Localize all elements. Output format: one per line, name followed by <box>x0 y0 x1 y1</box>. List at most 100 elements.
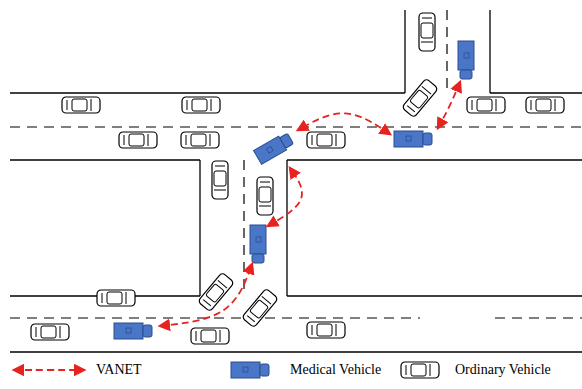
car-windshield <box>496 99 497 111</box>
car-roof <box>250 300 269 319</box>
legend-swatch <box>231 362 269 378</box>
legend-label: Medical Vehicle <box>290 362 381 377</box>
car-roof <box>536 99 551 111</box>
car-roof <box>410 90 429 109</box>
legend-entry: Ordinary Vehicle <box>455 362 551 378</box>
car-windshield <box>422 86 431 94</box>
car-roof <box>192 99 207 111</box>
vehicle-mark <box>464 53 469 58</box>
car-rear-window <box>406 365 407 375</box>
vehicle-cab <box>460 70 472 79</box>
car-windshield <box>336 134 337 146</box>
car-body <box>62 97 100 113</box>
ordinary-vehicle <box>257 177 273 215</box>
vehicle-mark <box>406 136 411 141</box>
ordinary-vehicle <box>419 13 435 51</box>
car-body <box>307 322 345 338</box>
car-rear-window <box>472 100 473 110</box>
car-windshield <box>259 206 271 207</box>
car-roof <box>317 324 332 336</box>
car-rear-window <box>215 166 225 167</box>
medical-vehicle <box>394 131 432 147</box>
car-roof <box>201 330 216 342</box>
road-edges <box>10 10 582 352</box>
car-windshield <box>211 99 212 111</box>
car-body <box>257 177 273 215</box>
car-windshield <box>555 99 556 111</box>
vehicle-box <box>231 362 260 378</box>
ordinary-vehicle <box>212 161 228 199</box>
car-rear-window <box>422 18 432 19</box>
car-roof <box>259 187 271 202</box>
car-body <box>419 13 435 51</box>
ordinary-vehicle <box>307 132 345 148</box>
car-windshield <box>210 134 211 146</box>
vanet-link <box>268 168 302 226</box>
car-windshield <box>91 99 92 111</box>
car-rear-window <box>312 325 313 335</box>
car-windshield <box>148 134 149 146</box>
medical-vehicle <box>114 323 152 339</box>
car-rear-window <box>187 100 188 110</box>
car-body <box>31 324 69 340</box>
car-rear-window <box>312 135 313 145</box>
medical-vehicle <box>254 132 295 165</box>
ordinary-vehicle <box>402 78 439 117</box>
ordinary-vehicle <box>62 97 100 113</box>
car-windshield <box>421 42 433 43</box>
vehicle-mark <box>243 367 248 372</box>
ordinary-vehicle <box>191 328 229 344</box>
vanet-link <box>298 113 390 134</box>
vehicle-cab <box>143 325 152 337</box>
medical-vehicle <box>250 225 266 263</box>
ordinary-vehicle <box>467 97 505 113</box>
car-rear-window <box>124 135 125 145</box>
vehicle-box <box>250 225 266 254</box>
car-roof <box>477 99 492 111</box>
car-roof <box>411 364 426 376</box>
car-roof <box>129 134 144 146</box>
car-body <box>97 290 135 306</box>
car-body <box>307 132 345 148</box>
legend-entry: Medical Vehicle <box>290 362 381 378</box>
legend-entry: VANET <box>96 362 142 378</box>
car-windshield <box>218 280 227 288</box>
car-roof <box>317 134 332 146</box>
car-body <box>182 97 220 113</box>
car-rear-window <box>102 293 103 303</box>
car-windshield <box>336 324 337 336</box>
car-body <box>212 161 228 199</box>
car-body <box>402 78 439 117</box>
car-windshield <box>60 326 61 338</box>
car-body <box>119 132 157 148</box>
car-windshield <box>430 364 431 376</box>
car-body <box>467 97 505 113</box>
car-roof <box>41 326 56 338</box>
legend-label: Ordinary Vehicle <box>455 362 551 377</box>
ordinary-vehicle <box>242 288 279 327</box>
ordinary-vehicle <box>31 324 69 340</box>
medical-vehicle <box>458 41 474 79</box>
ordinary-vehicle <box>526 97 564 113</box>
legend-swatch <box>401 362 439 378</box>
ordinary-vehicle <box>182 97 220 113</box>
car-windshield <box>262 296 271 304</box>
car-roof <box>107 292 122 304</box>
car-windshield <box>214 190 226 191</box>
car-roof <box>206 284 225 303</box>
car-rear-window <box>260 182 270 183</box>
ordinary-vehicle <box>181 132 219 148</box>
car-rear-window <box>531 100 532 110</box>
car-body <box>242 288 279 327</box>
vehicle-cab <box>280 133 294 148</box>
car-body <box>181 132 219 148</box>
legend-swatch <box>14 369 84 371</box>
vehicle-box <box>458 41 474 70</box>
car-rear-window <box>247 316 255 322</box>
vehicle-mark <box>256 237 261 242</box>
vehicle-mark <box>266 146 273 153</box>
car-rear-window <box>407 106 415 112</box>
car-body <box>526 97 564 113</box>
car-rear-window <box>203 300 211 306</box>
